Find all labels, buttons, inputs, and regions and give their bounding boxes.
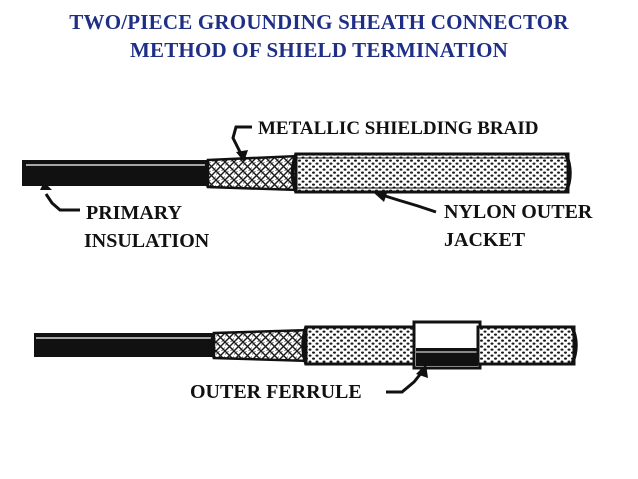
bottom-nylon-jacket-left — [301, 325, 418, 366]
title-line-1: TWO/PIECE GROUNDING SHEATH CONNECTOR — [69, 10, 569, 34]
label-insulation: INSULATION — [84, 230, 210, 252]
label-outer-ferrule: OUTER FERRULE — [190, 381, 362, 403]
label-primary: PRIMARY — [86, 202, 183, 224]
title-line-2: METHOD OF SHIELD TERMINATION — [129, 38, 508, 62]
bottom-cable — [34, 320, 578, 370]
bottom-nylon-jacket-right — [476, 325, 578, 366]
top-cable — [22, 152, 572, 194]
label-nylon-outer: NYLON OUTER — [444, 201, 593, 223]
top-shielding-braid — [204, 154, 300, 192]
diagram-title: TWO/PIECE GROUNDING SHEATH CONNECTOR MET… — [0, 8, 638, 64]
label-metallic-shielding-braid: METALLIC SHIELDING BRAID — [258, 118, 538, 139]
braid-leader — [231, 125, 252, 162]
primary-insulation-leader — [40, 182, 80, 212]
bottom-primary-insulation — [34, 333, 218, 357]
label-jacket: JACKET — [444, 229, 526, 251]
top-primary-insulation — [22, 160, 212, 186]
outer-ferrule-leader — [386, 364, 428, 394]
bottom-outer-ferrule — [412, 320, 482, 370]
nylon-jacket-leader — [374, 190, 437, 214]
bottom-shielding-braid — [210, 328, 312, 363]
top-nylon-jacket — [290, 152, 572, 194]
